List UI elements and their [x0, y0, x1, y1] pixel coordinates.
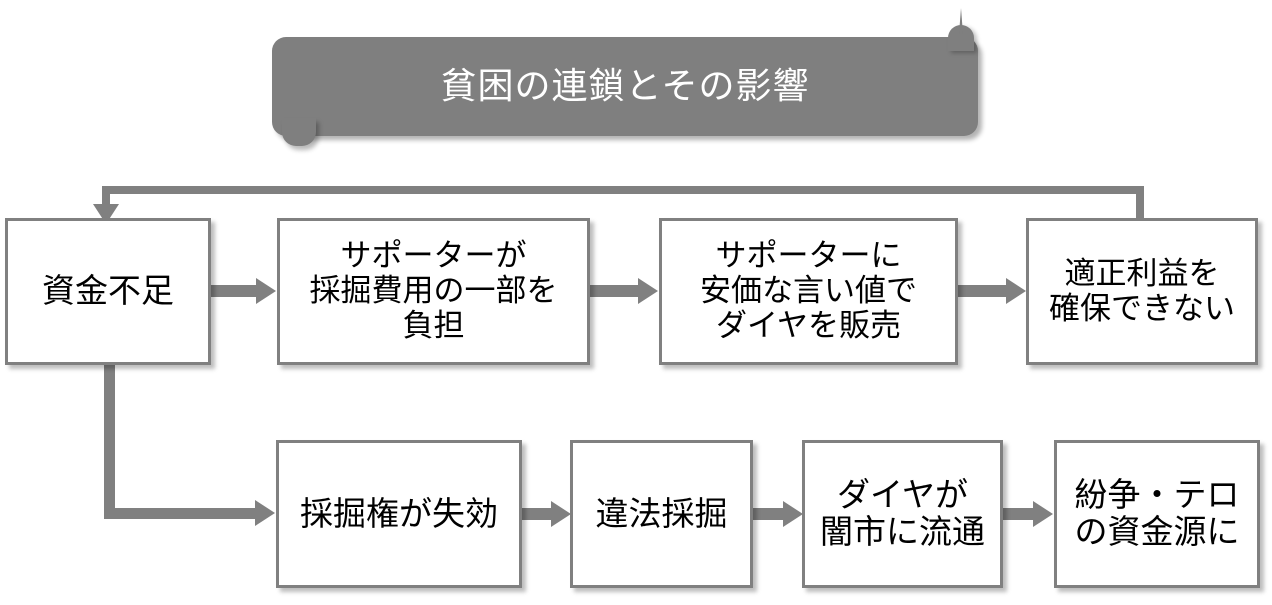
feedback-descender-left	[102, 186, 110, 208]
arrow-shaft-bottom-3	[1003, 508, 1035, 520]
banner-spike-icon	[959, 8, 963, 34]
arrow-shaft-top-2	[590, 285, 640, 297]
node-conflict-terror-funding-label: 紛争・テロ の資金源に	[1074, 475, 1240, 551]
branch-horizontal	[104, 508, 259, 519]
node-mining-right-expires[interactable]: 採掘権が失効	[276, 440, 522, 588]
node-black-market[interactable]: ダイヤが 闇市に流通	[802, 440, 1003, 588]
arrow-head-bottom-2	[783, 501, 803, 527]
arrow-head-top-2	[638, 278, 658, 304]
arrow-head-bottom-1	[551, 501, 571, 527]
node-supporter-covers-cost-label: サポーターが 採掘費用の一部を 負担	[309, 238, 558, 344]
node-illegal-mining[interactable]: 違法採掘	[570, 440, 753, 588]
banner-body	[272, 37, 978, 136]
banner-bottom-left-tab	[282, 118, 316, 146]
arrow-shaft-top-1	[211, 285, 258, 297]
feedback-riser-right	[1136, 186, 1144, 222]
arrow-shaft-top-3	[958, 285, 1008, 297]
feedback-horizontal	[102, 186, 1144, 194]
arrow-head-top-1	[256, 278, 276, 304]
diagram-title: 貧困の連鎖とその影響	[440, 65, 810, 107]
arrow-head-top-3	[1006, 278, 1026, 304]
arrow-head-bottom-3	[1033, 501, 1053, 527]
arrow-shaft-bottom-1	[522, 508, 554, 520]
node-supporter-covers-cost[interactable]: サポーターが 採掘費用の一部を 負担	[277, 218, 590, 365]
arrow-shaft-bottom-2	[753, 508, 785, 520]
branch-arrowhead	[255, 500, 275, 526]
node-cannot-secure-profit-label: 適正利益を 確保できない	[1049, 255, 1235, 327]
node-cannot-secure-profit[interactable]: 適正利益を 確保できない	[1026, 218, 1258, 365]
node-illegal-mining-label: 違法採掘	[595, 493, 728, 533]
node-conflict-terror-funding[interactable]: 紛争・テロ の資金源に	[1054, 440, 1260, 588]
node-mining-right-expires-label: 採掘権が失効	[300, 493, 498, 533]
node-sell-diamonds-cheap-label: サポーターに 安価な言い値で ダイヤを販売	[700, 238, 917, 344]
title-banner: 貧困の連鎖とその影響	[272, 8, 978, 146]
branch-descender	[104, 365, 115, 519]
node-funding-shortage[interactable]: 資金不足	[5, 218, 211, 365]
node-sell-diamonds-cheap[interactable]: サポーターに 安価な言い値で ダイヤを販売	[659, 218, 958, 365]
node-funding-shortage-label: 資金不足	[42, 271, 174, 311]
node-black-market-label: ダイヤが 闇市に流通	[820, 475, 985, 551]
